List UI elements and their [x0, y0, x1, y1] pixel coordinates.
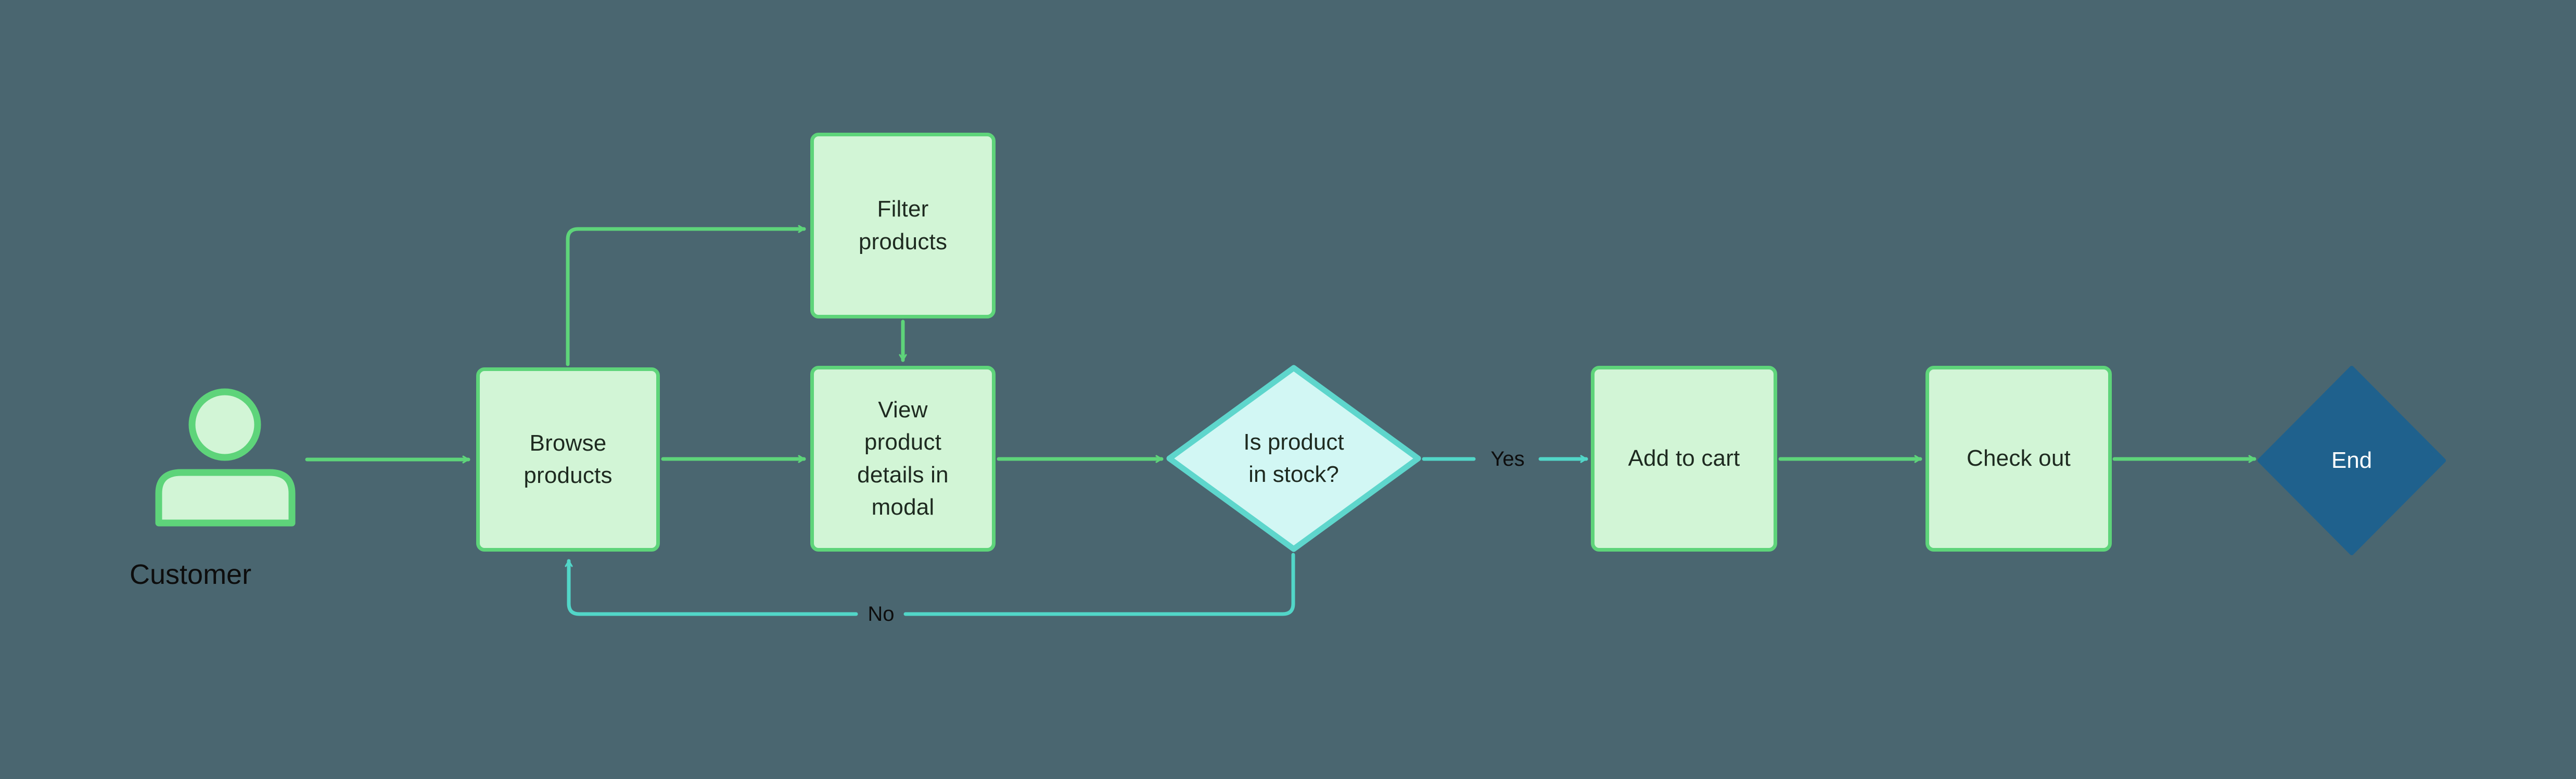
node-label-line: details in — [857, 462, 949, 488]
node-check-out[interactable]: Check out — [1925, 366, 2112, 552]
edge-label-yes: Yes — [1490, 448, 1525, 470]
node-label-line: Filter — [877, 196, 929, 222]
node-view-product-details-label: View product details in modal — [857, 394, 949, 524]
node-label-line: View — [878, 397, 928, 423]
edge-browse-to-filter — [566, 225, 806, 366]
node-check-out-label: Check out — [1967, 445, 2071, 471]
node-filter-products-label: Filter products — [859, 193, 947, 258]
node-is-product-in-stock-label: Is product in stock? — [1165, 363, 1423, 554]
edge-stock-to-browse-a — [903, 553, 1295, 616]
customer-actor-label: Customer — [130, 559, 252, 590]
node-browse-products-label: Browse products — [524, 427, 612, 492]
node-end[interactable]: End — [2258, 366, 2446, 555]
node-label-line: products — [858, 228, 948, 254]
node-add-to-cart[interactable]: Add to cart — [1591, 366, 1777, 552]
node-is-product-in-stock[interactable]: Is product in stock? — [1165, 363, 1423, 554]
customer-body-icon — [155, 469, 296, 527]
node-label-line: products — [524, 463, 613, 488]
edge-label-no: No — [868, 603, 895, 625]
customer-head-icon — [188, 388, 261, 461]
node-add-to-cart-label: Add to cart — [1628, 445, 1740, 471]
edge-stock-to-browse-b — [565, 559, 858, 616]
node-label-line: in stock? — [1248, 462, 1339, 487]
node-label-line: Is product — [1243, 429, 1344, 455]
end-diamond-shape — [2258, 366, 2446, 555]
decision-diamond-shape — [1166, 365, 1421, 552]
node-browse-products[interactable]: Browse products — [476, 367, 660, 552]
node-view-product-details[interactable]: View product details in modal — [810, 366, 996, 552]
node-label-line: modal — [871, 494, 935, 520]
node-label-line: product — [864, 429, 942, 455]
node-filter-products[interactable]: Filter products — [810, 133, 996, 318]
node-label-line: Browse — [529, 430, 607, 456]
node-end-label: End — [2331, 447, 2373, 473]
